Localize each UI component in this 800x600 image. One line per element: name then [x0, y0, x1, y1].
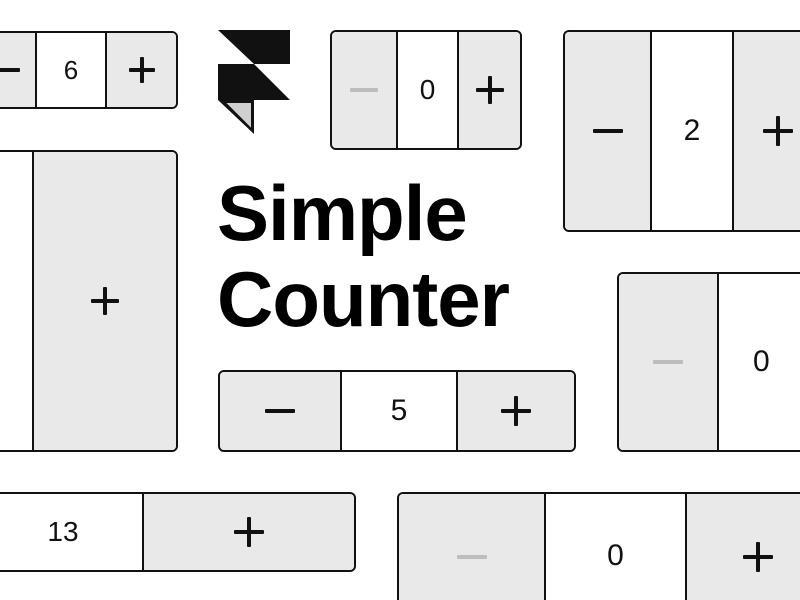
increment-button[interactable]	[142, 494, 354, 570]
title-line-2: Counter	[217, 255, 510, 343]
plus-icon	[762, 116, 793, 146]
counter-13: 13	[0, 492, 356, 572]
counter-value: 13	[0, 494, 142, 570]
counter-0-small: 0	[330, 30, 522, 150]
decrement-button[interactable]	[220, 372, 340, 450]
increment-button[interactable]	[457, 32, 520, 148]
counter-6: 6	[0, 31, 178, 109]
minus-icon	[350, 76, 378, 104]
counter-value: 0	[396, 32, 457, 148]
increment-button[interactable]	[105, 33, 176, 107]
title-line-1: Simple	[217, 169, 468, 257]
increment-button[interactable]	[732, 32, 800, 230]
counter-0-bottom: 0	[397, 492, 800, 600]
minus-icon	[456, 542, 487, 572]
page-title: Simple Counter	[217, 169, 510, 343]
plus-icon	[234, 517, 264, 547]
counter-0-right: 0	[617, 272, 800, 452]
plus-icon	[91, 287, 119, 315]
minus-icon	[0, 59, 20, 81]
increment-button[interactable]	[32, 152, 176, 450]
minus-icon	[653, 347, 683, 377]
counter-value: 6	[35, 33, 105, 107]
counter-value	[0, 152, 32, 450]
minus-icon	[592, 116, 623, 146]
counter-tall	[0, 150, 178, 452]
minus-icon	[265, 396, 295, 426]
counter-value: 5	[340, 372, 456, 450]
plus-icon	[475, 76, 504, 104]
decrement-button[interactable]	[0, 33, 35, 107]
counter-value: 0	[717, 274, 800, 450]
counter-2: 2	[563, 30, 800, 232]
plus-icon	[743, 542, 773, 572]
decrement-button-disabled[interactable]	[399, 494, 544, 600]
counter-value: 0	[544, 494, 685, 600]
counter-value: 2	[650, 32, 732, 230]
decrement-button[interactable]	[565, 32, 650, 230]
plus-icon	[501, 396, 531, 426]
counter-5: 5	[218, 370, 576, 452]
increment-button[interactable]	[456, 372, 574, 450]
decrement-button-disabled[interactable]	[619, 274, 717, 450]
framer-logo-icon	[218, 30, 290, 134]
decrement-button-disabled[interactable]	[332, 32, 396, 148]
plus-icon	[128, 57, 155, 83]
increment-button[interactable]	[685, 494, 800, 600]
